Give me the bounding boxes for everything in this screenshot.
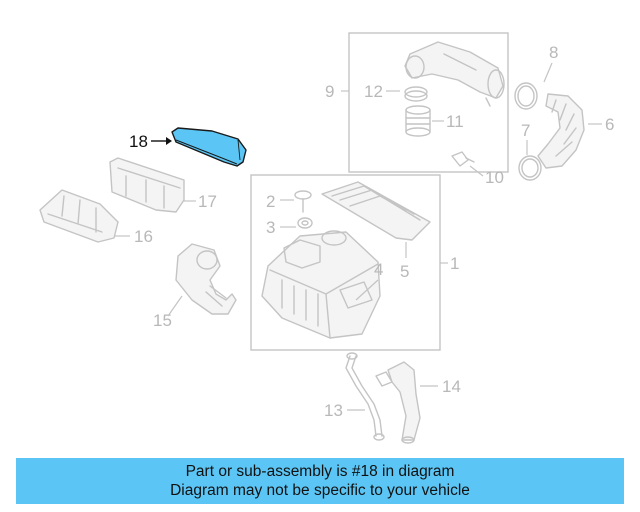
svg-text:7: 7 bbox=[521, 121, 530, 140]
callout-11: 11 bbox=[432, 112, 464, 131]
callout-8: 8 bbox=[543, 43, 558, 83]
svg-text:15: 15 bbox=[153, 311, 172, 330]
callout-13: 13 bbox=[324, 401, 365, 420]
callout-7: 7 bbox=[521, 121, 530, 155]
part-12-clamp bbox=[404, 86, 428, 102]
part-8-clamp bbox=[514, 82, 538, 110]
part-4-airbox bbox=[261, 230, 381, 339]
callout-3: 3 bbox=[266, 218, 296, 237]
part-9-duct bbox=[404, 41, 505, 107]
part-2-bolt bbox=[294, 190, 312, 213]
callout-16: 16 bbox=[114, 227, 153, 246]
svg-text:11: 11 bbox=[446, 112, 464, 131]
part-18-highlighted[interactable] bbox=[171, 127, 247, 167]
sub-assembly-box-upper bbox=[348, 32, 509, 173]
callout-1: 1 bbox=[440, 254, 459, 273]
svg-text:3: 3 bbox=[266, 218, 275, 237]
svg-text:4: 4 bbox=[374, 260, 383, 279]
callout-2: 2 bbox=[266, 192, 294, 211]
callout-14: 14 bbox=[420, 377, 461, 396]
banner-line-1: Part or sub-assembly is #18 in diagram bbox=[185, 463, 455, 480]
part-14-hose bbox=[375, 361, 421, 444]
part-5-filter-cover bbox=[321, 181, 431, 241]
svg-text:12: 12 bbox=[364, 82, 383, 101]
svg-text:8: 8 bbox=[549, 43, 558, 62]
part-13-hose bbox=[345, 352, 385, 441]
part-7-clamp bbox=[518, 155, 542, 181]
part-16-duct bbox=[39, 189, 119, 243]
banner-line-2: Diagram may not be specific to your vehi… bbox=[170, 482, 470, 499]
part-15-hose bbox=[175, 243, 237, 315]
svg-text:9: 9 bbox=[325, 82, 334, 101]
callout-4: 4 bbox=[355, 260, 383, 301]
part-17-bracket bbox=[109, 157, 185, 213]
svg-text:13: 13 bbox=[324, 401, 343, 420]
svg-text:10: 10 bbox=[485, 168, 504, 187]
callout-5: 5 bbox=[400, 242, 409, 281]
callout-18: 18 bbox=[129, 132, 172, 151]
svg-text:5: 5 bbox=[400, 262, 409, 281]
info-banner: Part or sub-assembly is #18 in diagram D… bbox=[16, 458, 624, 504]
part-11-filter-element bbox=[405, 105, 431, 137]
part-10-fastener bbox=[451, 151, 475, 167]
svg-text:16: 16 bbox=[134, 227, 153, 246]
svg-text:17: 17 bbox=[198, 192, 217, 211]
part-3-grommet bbox=[297, 217, 313, 229]
callout-15: 15 bbox=[153, 295, 183, 330]
callout-10: 10 bbox=[469, 165, 504, 187]
part-6-hose bbox=[537, 93, 585, 169]
callout-12: 12 bbox=[364, 82, 400, 101]
svg-text:14: 14 bbox=[442, 377, 461, 396]
callout-17: 17 bbox=[184, 192, 217, 211]
svg-text:6: 6 bbox=[605, 115, 614, 134]
callout-9: 9 bbox=[325, 82, 349, 101]
callout-6: 6 bbox=[588, 115, 614, 134]
svg-text:18: 18 bbox=[129, 132, 148, 151]
svg-text:2: 2 bbox=[266, 192, 275, 211]
svg-text:1: 1 bbox=[450, 254, 459, 273]
